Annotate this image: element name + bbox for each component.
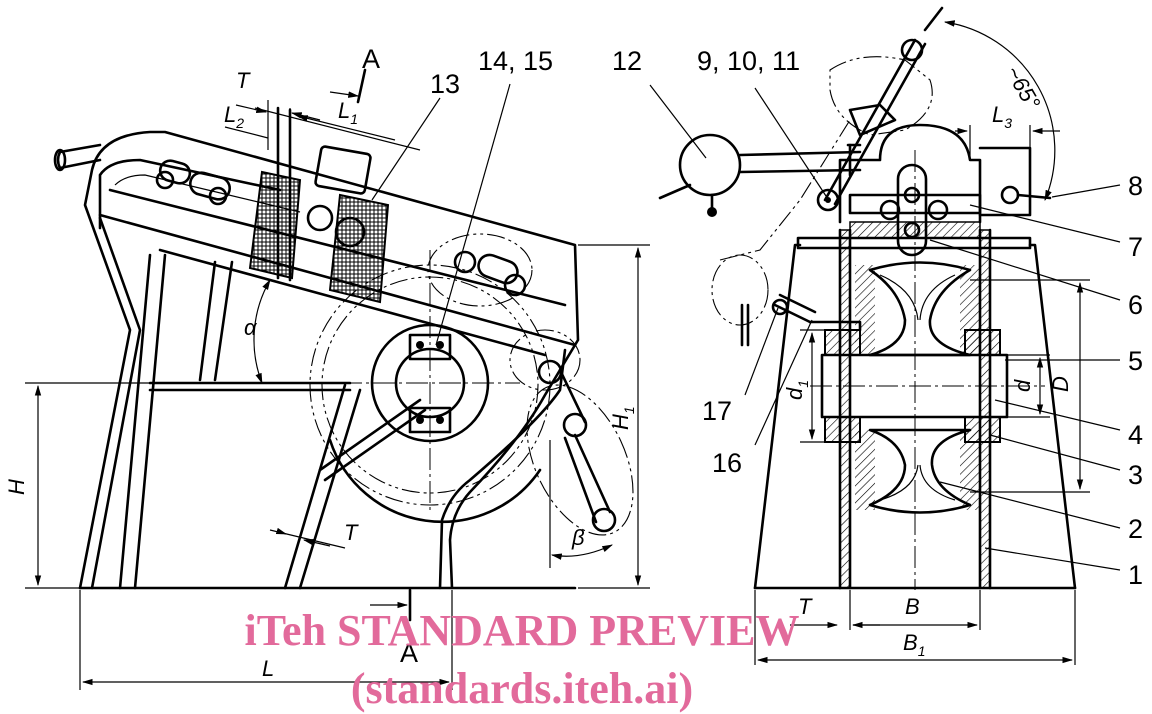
part-label-1: 1 xyxy=(1128,560,1143,590)
dim-L3-main: L xyxy=(992,102,1004,127)
part-label-6: 6 xyxy=(1128,290,1143,320)
lever-phantom xyxy=(711,6,944,347)
part-label-12: 12 xyxy=(612,46,642,76)
dim-B1-sub: 1 xyxy=(918,643,926,659)
part-label-17: 17 xyxy=(702,396,732,426)
dim-alpha: α xyxy=(244,315,258,340)
dim-L1-sub: 1 xyxy=(350,111,358,127)
labels: A A 13 14, 15 12 9, 10, 11 8 7 6 5 4 3 2… xyxy=(4,44,1143,681)
dim-T-upper: T xyxy=(236,68,251,93)
section-label-bottom: A xyxy=(400,638,418,668)
part-label-13: 13 xyxy=(430,69,460,99)
chain-links-upper xyxy=(155,159,231,206)
part-label-4: 4 xyxy=(1128,420,1143,450)
dim-D: D xyxy=(1048,376,1073,392)
dim-H: H xyxy=(4,479,29,495)
dim-L2: L2 xyxy=(224,102,244,131)
dim-beta: β xyxy=(571,525,585,550)
dim-d: d xyxy=(1010,379,1035,392)
dim-d1: d1 xyxy=(782,380,811,400)
dim-L1-main: L xyxy=(338,98,350,123)
part-label-16: 16 xyxy=(712,448,742,478)
dim-H1-sub: 1 xyxy=(621,406,637,414)
dim-B1: B1 xyxy=(903,630,925,659)
dim-T-lower: T xyxy=(344,520,359,545)
dim-B: B xyxy=(905,594,920,619)
dim-H1-main: H xyxy=(608,414,633,430)
section-view xyxy=(649,6,1121,665)
dim-L3-sub: 3 xyxy=(1004,115,1012,131)
dim-B1-main: B xyxy=(903,630,918,655)
dim-L2-main: L xyxy=(224,102,236,127)
part-label-5: 5 xyxy=(1128,346,1143,376)
dim-T-right: T xyxy=(798,594,813,619)
dim-L: L xyxy=(262,656,274,681)
watermark-line1: iTeh STANDARD PREVIEW xyxy=(245,606,800,655)
part-label-2: 2 xyxy=(1128,514,1143,544)
part-label-9-10-11: 9, 10, 11 xyxy=(697,46,800,76)
part-label-14-15: 14, 15 xyxy=(478,46,553,76)
part-label-7: 7 xyxy=(1128,232,1143,262)
watermark: iTeh STANDARD PREVIEW (standards.iteh.ai… xyxy=(245,606,800,713)
part-label-8: 8 xyxy=(1128,171,1143,201)
dim-L2-sub: 2 xyxy=(235,115,244,131)
dim-L3: L3 xyxy=(992,102,1012,131)
dim-d1-sub: 1 xyxy=(795,380,811,388)
side-view xyxy=(25,68,650,690)
part-label-3: 3 xyxy=(1128,460,1143,490)
dim-L1: L1 xyxy=(338,98,358,127)
section-label-top: A xyxy=(362,44,380,74)
dim-H1: H1 xyxy=(608,406,637,430)
dim-d1-main: d xyxy=(782,387,807,400)
chain-links-right xyxy=(427,233,634,536)
watermark-line2: (standards.iteh.ai) xyxy=(351,664,693,713)
brake-blocks xyxy=(248,106,390,304)
